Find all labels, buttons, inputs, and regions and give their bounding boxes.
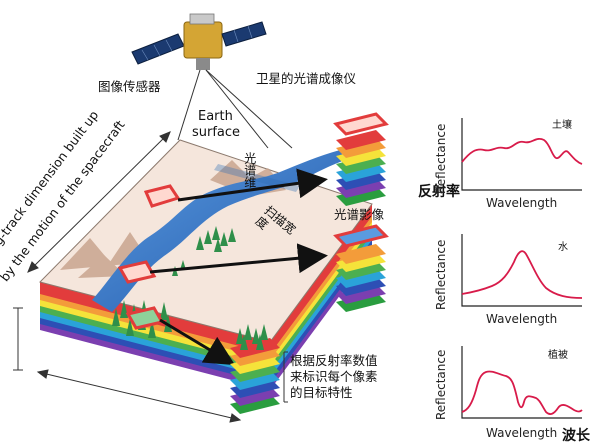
panel-soil-xlabel: Wavelength [486, 196, 558, 210]
sensor-view-cone [177, 69, 293, 149]
image-sensor-label: 图像传感器 [98, 79, 161, 94]
spectral-dimension-label: 光谱维 [242, 152, 257, 188]
pixel-spectrum-stack-water [333, 224, 389, 312]
panel-water-axes [461, 234, 582, 307]
earth-surface-label-line2: surface [192, 125, 241, 140]
pixel-spectrum-stack-soil [333, 112, 389, 206]
note-bracket [283, 351, 288, 403]
panel-soil-curve [461, 138, 583, 165]
panel-water-curve [461, 250, 583, 299]
pointer-arrows [149, 168, 328, 366]
pixel-spectrum-stack-vegetation [230, 324, 280, 414]
panel-vegetation-axes [461, 346, 582, 419]
pixel-markers [117, 184, 181, 330]
panel-soil-ylabel: Reflectance [434, 123, 448, 194]
panel-water-plot [461, 234, 583, 307]
along-track-arrow [27, 131, 171, 273]
panel-soil-axes [461, 118, 582, 191]
earth-surface-label-line1: Earth [198, 109, 233, 124]
satellite-icon [131, 13, 267, 70]
panel-vegetation-xlabel: Wavelength [486, 426, 558, 440]
panel-water-ylabel: Reflectance [434, 239, 448, 310]
panel-vegetation-ylabel: Reflectance [434, 349, 448, 420]
panel-water-tag: 水 [558, 242, 568, 253]
river [92, 150, 352, 312]
note-line1: 根据反射率数值 [290, 353, 378, 368]
panel-vegetation-plot [461, 346, 583, 419]
panel-soil: Reflectance Wavelength 土壤 [420, 112, 600, 212]
wavelength-cn-label: 波长 [562, 428, 590, 444]
panel-vegetation-tag: 植被 [548, 350, 568, 361]
panel-water: Reflectance Wavelength 水 [420, 228, 600, 328]
spectral-image-label: 光谱影像 [334, 207, 385, 222]
note-line3: 的目标特性 [290, 385, 353, 400]
spectral-imager-label: 卫星的光谱成像仪 [256, 71, 357, 86]
dimension-lines [13, 307, 242, 423]
panel-soil-tag: 土壤 [552, 120, 572, 131]
panel-water-xlabel: Wavelength [486, 312, 558, 326]
note-line2: 来标识每个像素 [290, 369, 378, 384]
reflectance-cn-label: 反射率 [418, 184, 460, 200]
panel-vegetation: Reflectance Wavelength 植被 [420, 340, 600, 440]
panel-vegetation-curve [461, 370, 583, 415]
panel-soil-plot [461, 118, 583, 191]
